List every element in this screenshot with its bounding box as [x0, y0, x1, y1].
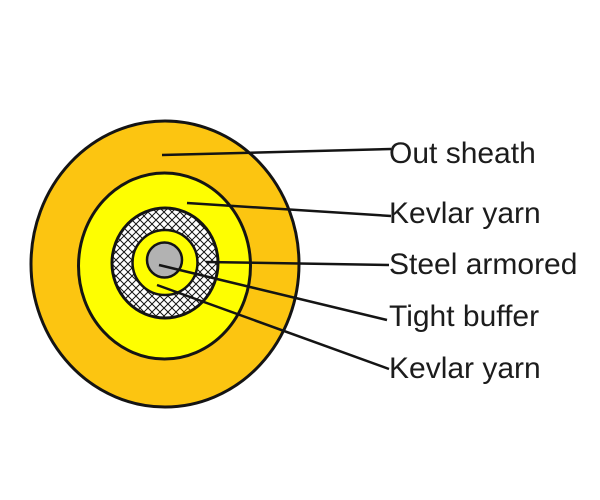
leader-line-out-sheath: [161, 147, 392, 157]
label-kevlar-yarn-inner: Kevlar yarn: [389, 352, 541, 385]
label-tight-buffer: Tight buffer: [389, 300, 540, 333]
label-out-sheath: Out sheath: [389, 137, 536, 170]
leader-line-kevlar-yarn-inner: [156, 283, 390, 371]
tight-buffer-core: [145, 241, 184, 279]
label-steel-armored: Steel armored: [389, 248, 578, 281]
leader-line-steel-armored: [205, 260, 390, 267]
label-kevlar-yarn-outer: Kevlar yarn: [389, 197, 541, 230]
leader-line-tight-buffer: [158, 263, 388, 322]
leader-line-kevlar-yarn-outer: [186, 201, 392, 218]
